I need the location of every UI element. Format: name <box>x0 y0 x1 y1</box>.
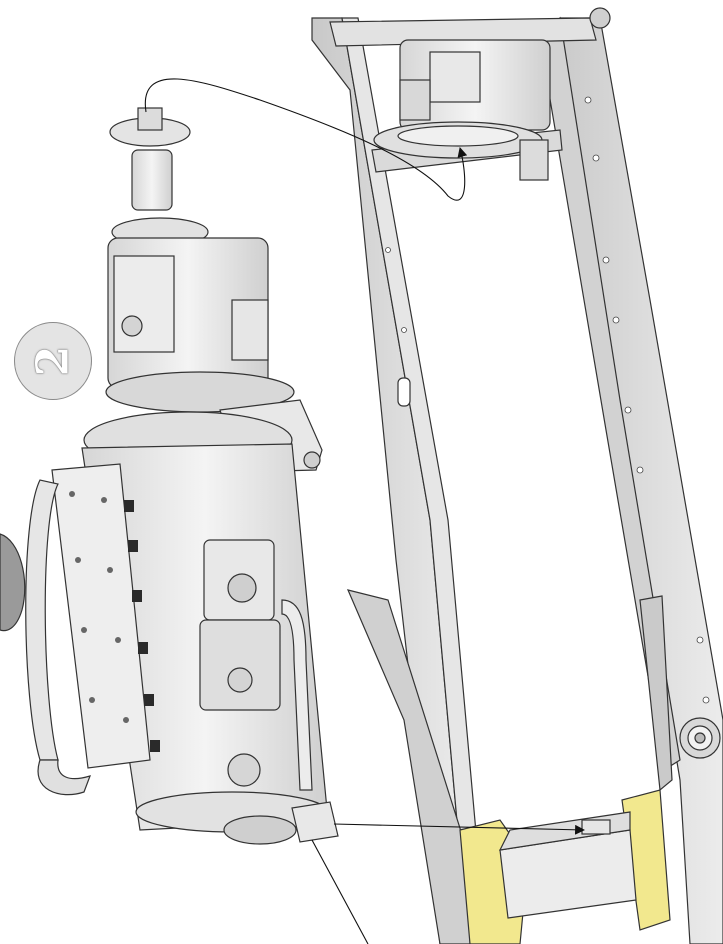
oil-filter <box>227 753 261 787</box>
valve-cover-bolts <box>69 491 129 723</box>
front-pulley <box>223 815 297 845</box>
lower-crossmember <box>459 789 671 944</box>
coolant-pipe <box>281 599 313 791</box>
frame-top-crossmember <box>329 17 597 47</box>
vehicle-frame <box>311 16 723 944</box>
valve-cover <box>51 463 151 769</box>
frame-right-lower-plate <box>639 595 673 792</box>
step-number-badge: 2 <box>14 322 92 400</box>
frame-left-lower-plate <box>346 589 471 944</box>
frame-left-rail-inner <box>341 17 487 944</box>
arrow-mount-to-crossmember <box>333 823 585 835</box>
universal-joint <box>131 149 173 211</box>
leader-line-mount-foot <box>311 839 369 944</box>
engine-assembly <box>0 107 339 845</box>
front-mount-foot <box>291 801 339 843</box>
flywheel-edge <box>0 533 26 632</box>
crossmember-mount-pad <box>581 819 611 835</box>
upper-transmission-unit <box>373 7 611 181</box>
frame-holes <box>385 96 710 704</box>
exhaust-pipe <box>25 479 59 761</box>
step-number: 2 <box>27 345 78 377</box>
rail-connector <box>679 717 721 759</box>
assembly-arrows <box>144 78 585 944</box>
exhaust-elbow <box>37 759 91 796</box>
frame-slot <box>397 377 411 407</box>
injector-row <box>124 500 160 752</box>
arrow-shaft-to-transmission <box>144 78 468 201</box>
